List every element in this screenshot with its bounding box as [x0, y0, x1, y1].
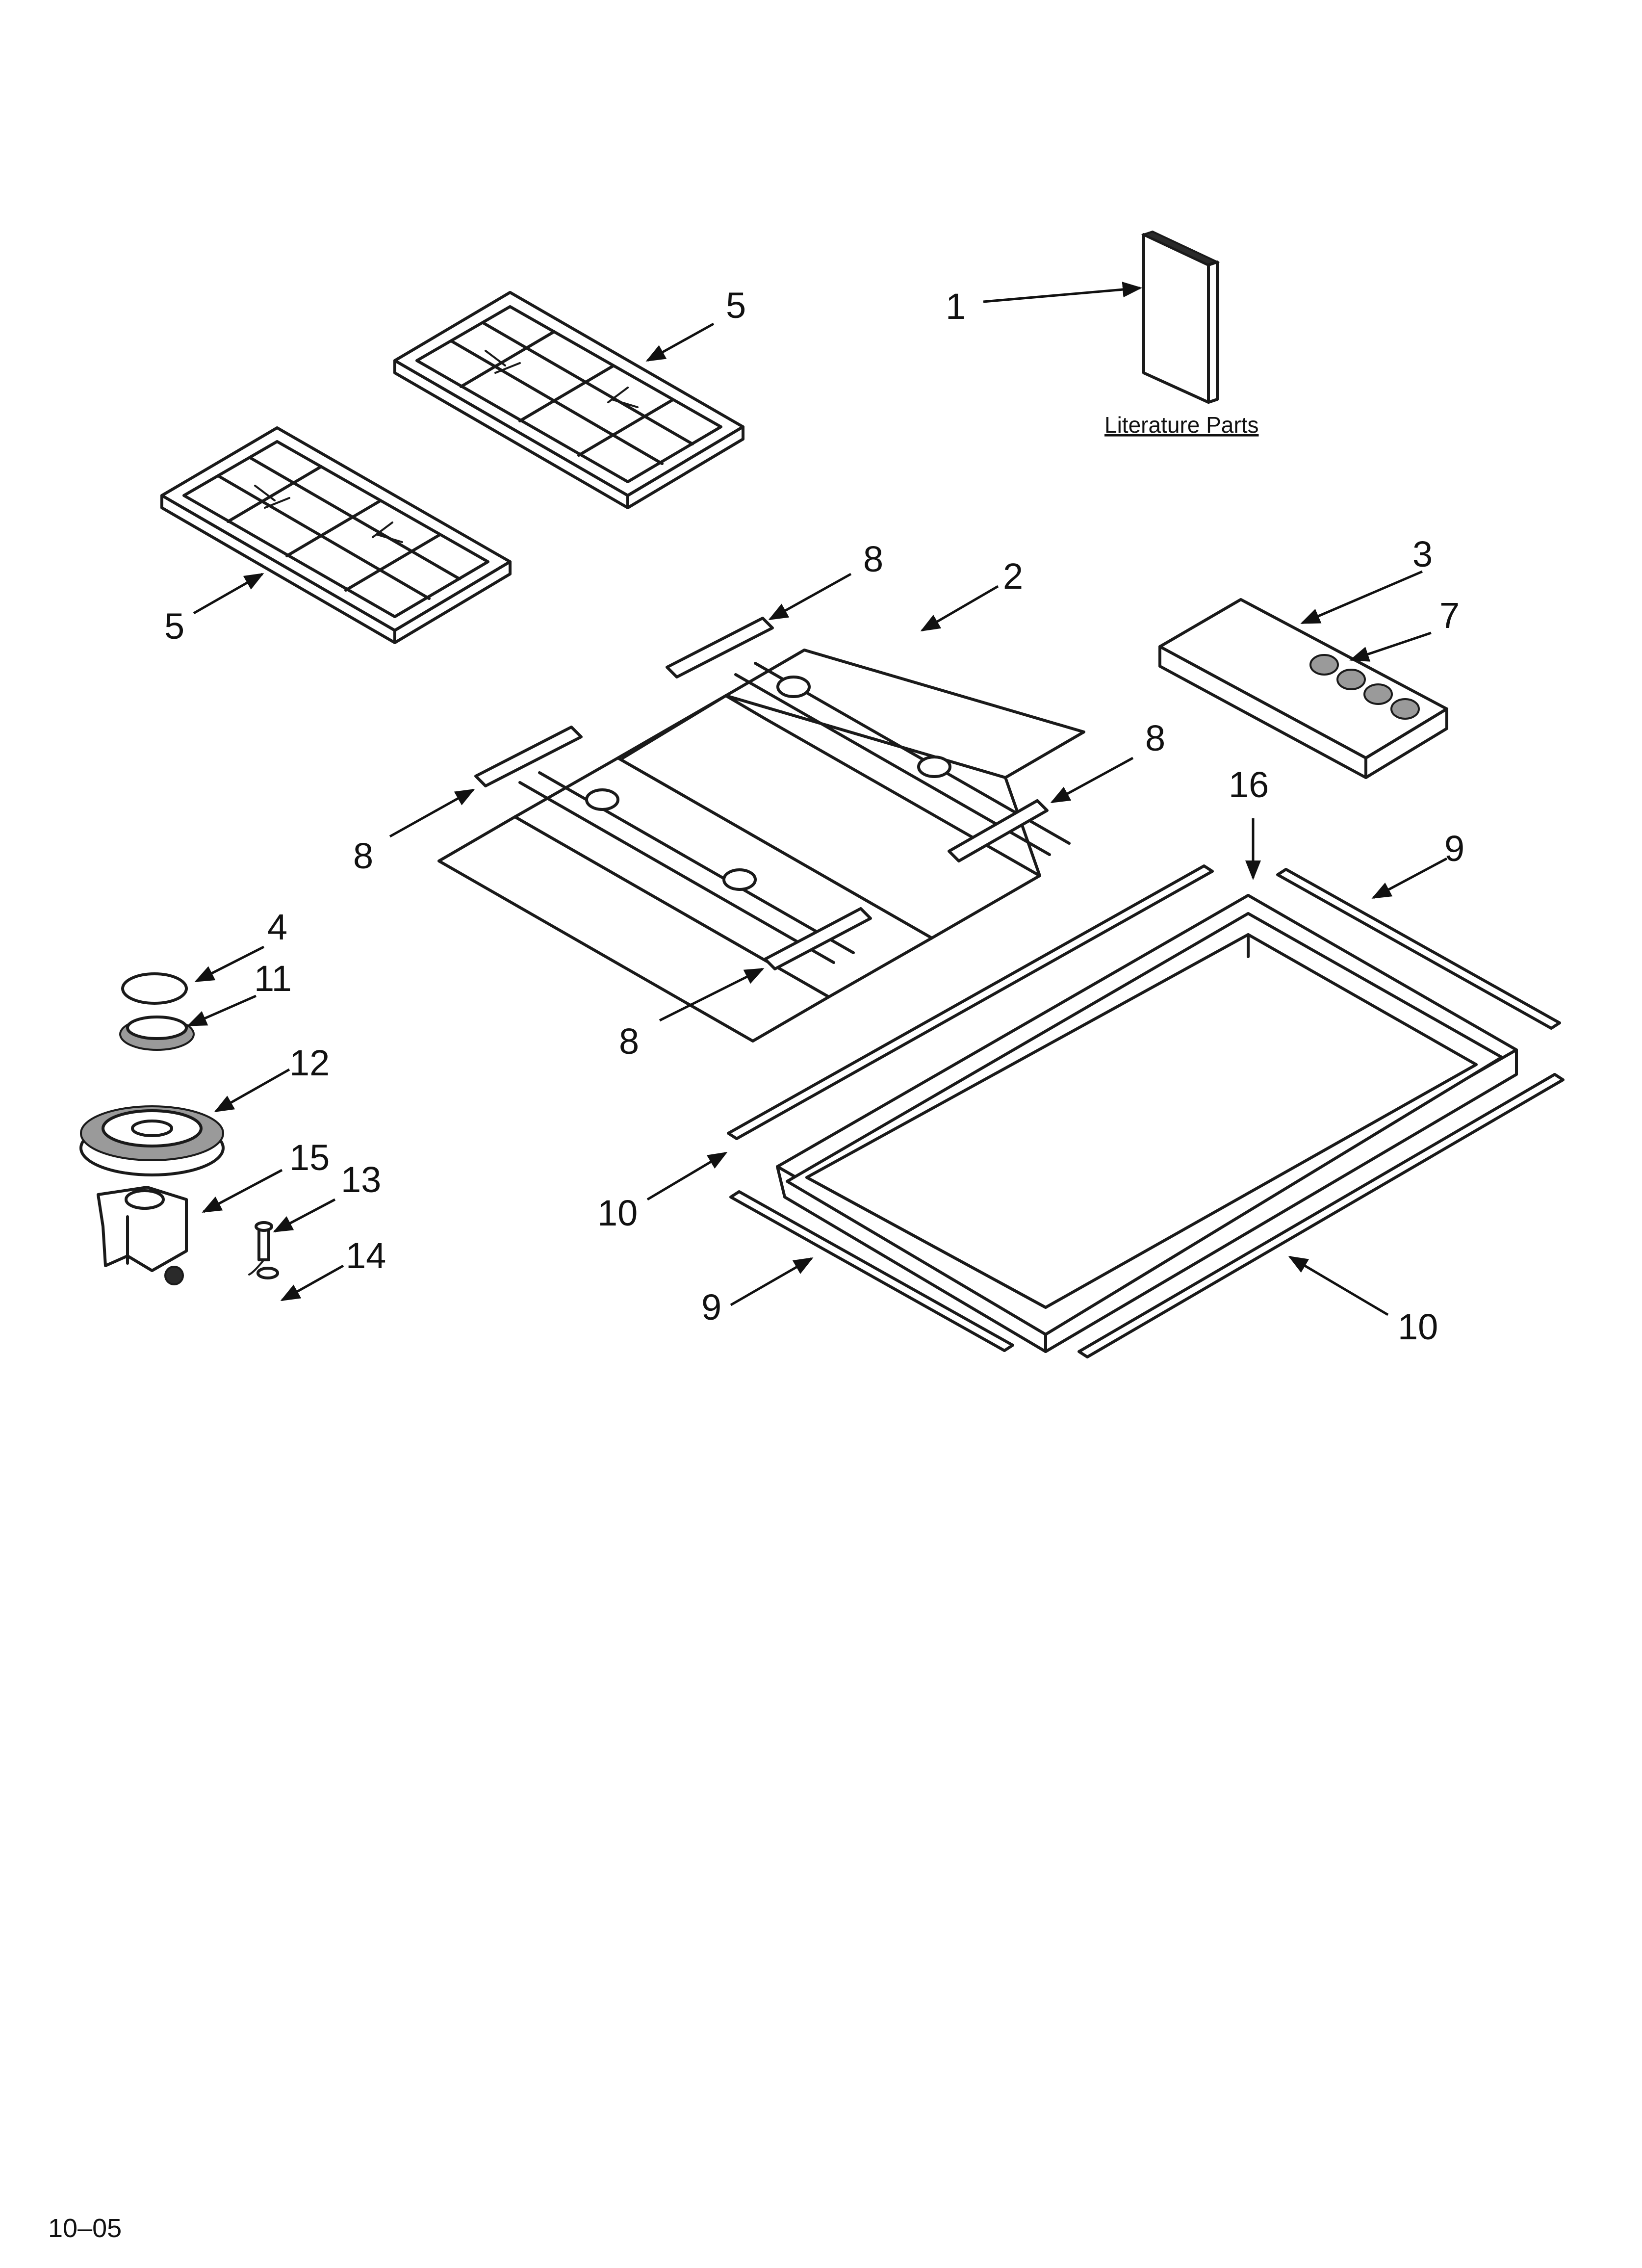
- callout-2: 2: [1003, 556, 1023, 597]
- gasket-strip-10-upper: [727, 864, 1214, 1140]
- literature-parts-caption: Literature Parts: [1104, 412, 1258, 438]
- callout-8-right: 8: [1145, 718, 1165, 758]
- literature-parts-booklet: [1141, 230, 1220, 404]
- burner-grate-upper: [393, 291, 744, 509]
- footer-code: 10–05: [48, 2214, 122, 2243]
- burner-base: [79, 1105, 225, 1176]
- leader-lines: [187, 282, 1448, 1316]
- control-panel: [1158, 598, 1448, 779]
- control-knobs: [1309, 654, 1420, 720]
- callout-10-right: 10: [1398, 1306, 1438, 1347]
- callout-8-bottom: 8: [619, 1021, 639, 1062]
- callout-7: 7: [1439, 595, 1460, 636]
- igniter-electrode: [248, 1221, 273, 1276]
- callout-1: 1: [946, 286, 966, 327]
- burner-grate-lower: [160, 426, 512, 644]
- callout-16: 16: [1229, 764, 1269, 805]
- burner-cap: [121, 972, 188, 1005]
- callout-12: 12: [289, 1043, 330, 1083]
- callout-labels: 1 5 5 8 2 3 7 8 16 8 9 4 11 8 12 15 10 1…: [164, 285, 1464, 1347]
- callout-3: 3: [1412, 534, 1433, 574]
- gasket-strip-9-lower: [729, 1190, 1014, 1352]
- gasket-strip-9-upper: [1276, 868, 1561, 1030]
- callout-5-lower: 5: [164, 606, 184, 647]
- callout-4: 4: [267, 907, 287, 947]
- burner-valve-assembly: [97, 1186, 188, 1285]
- callout-8-left: 8: [353, 835, 373, 876]
- callout-10-left: 10: [597, 1193, 638, 1233]
- callout-5-upper: 5: [726, 285, 746, 326]
- pad-strip-b: [474, 726, 583, 787]
- callout-9-lower: 9: [701, 1287, 721, 1328]
- o-ring: [257, 1267, 279, 1279]
- callout-8-top: 8: [863, 539, 883, 579]
- callout-14: 14: [346, 1235, 386, 1276]
- gasket-strip-10-lower: [1078, 1073, 1565, 1358]
- pad-strip-d: [764, 907, 872, 970]
- cooktop-frame: [776, 894, 1518, 1353]
- pad-strip-a: [666, 617, 774, 678]
- pad-strip-c: [948, 799, 1049, 862]
- burner-head: [119, 1016, 195, 1051]
- callout-15: 15: [289, 1137, 330, 1178]
- callout-13: 13: [341, 1159, 381, 1200]
- callout-11: 11: [254, 958, 292, 999]
- callout-9-upper: 9: [1444, 828, 1464, 869]
